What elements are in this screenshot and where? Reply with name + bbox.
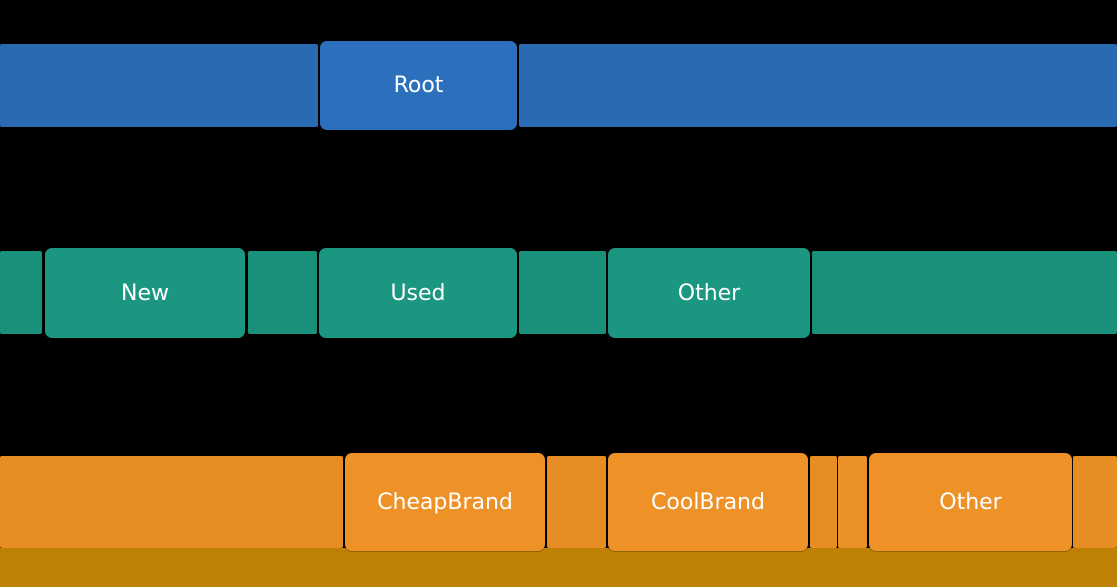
node-label: CoolBrand <box>651 489 765 515</box>
node-used[interactable]: Used <box>319 248 517 338</box>
segment-unlabeled-level-2 <box>810 456 837 548</box>
segment-unlabeled-level-2 <box>547 456 606 548</box>
node-label: Other <box>939 489 1002 515</box>
segment-unlabeled-level-0 <box>0 44 318 127</box>
node-label: Root <box>393 73 444 98</box>
segment-unlabeled-level-0 <box>519 44 1117 127</box>
node-other[interactable]: Other <box>869 453 1072 551</box>
node-coolbrand[interactable]: CoolBrand <box>608 453 808 551</box>
segment-unlabeled-level-1 <box>248 251 317 334</box>
segment-unlabeled-level-2 <box>1073 456 1117 548</box>
node-new[interactable]: New <box>45 248 245 338</box>
bottom-partial-row <box>0 548 1117 587</box>
node-label: New <box>121 280 169 306</box>
segment-unlabeled-level-2 <box>0 456 343 548</box>
segment-unlabeled-level-2 <box>838 456 867 548</box>
node-root[interactable]: Root <box>320 41 517 130</box>
segment-unlabeled-level-1 <box>0 251 42 334</box>
node-cheapbrand[interactable]: CheapBrand <box>345 453 545 551</box>
node-label: Used <box>390 280 446 306</box>
node-label: Other <box>677 280 741 306</box>
node-label: CheapBrand <box>377 489 513 515</box>
segment-unlabeled-level-1 <box>519 251 606 334</box>
node-other[interactable]: Other <box>608 248 810 338</box>
segment-unlabeled-level-1 <box>812 251 1117 334</box>
